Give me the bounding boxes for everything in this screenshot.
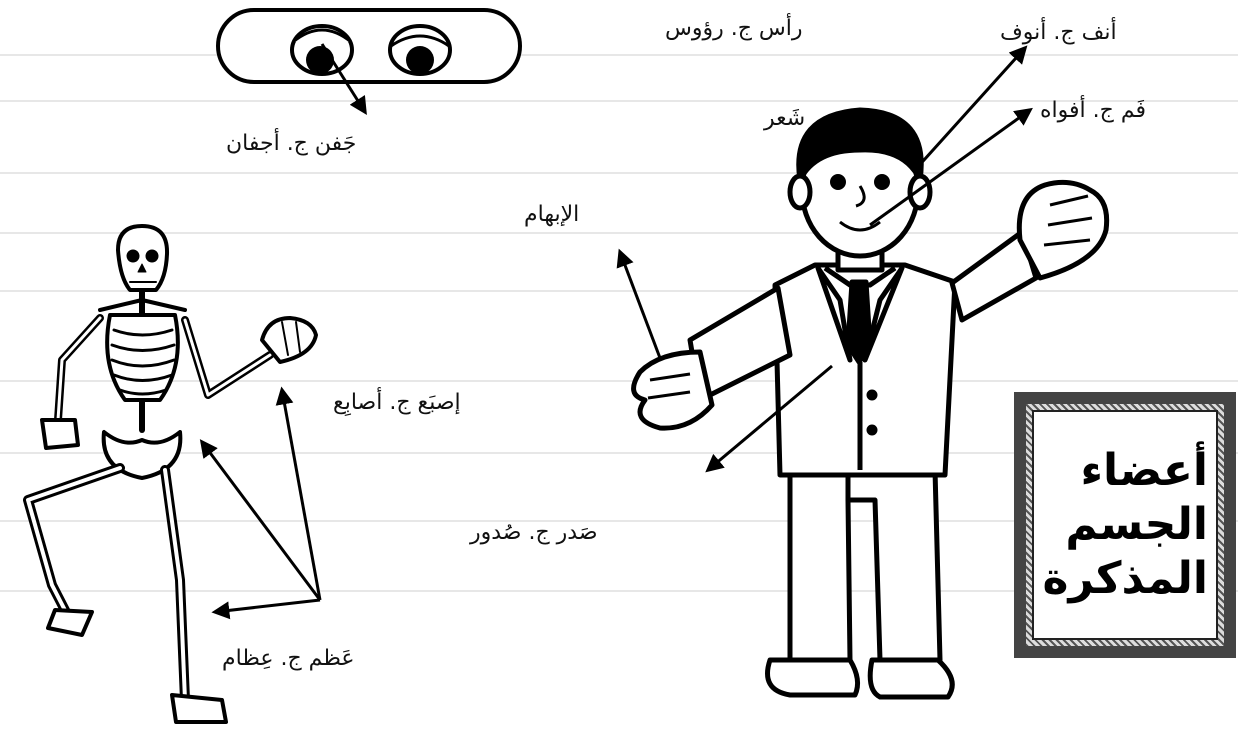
label-finger: إصبَع ج. أصابِع [333,392,461,414]
label-mouth: فَم ج. أفواه [1040,100,1146,122]
label-eyelid: جَفن ج. أجفان [226,133,356,155]
finger-arrow [282,390,320,600]
label-bone: عَظم ج. عِظام [222,648,355,670]
label-nose: أنف ج. أنوف [1000,22,1117,44]
label-thumb: الإبهام [524,204,579,226]
title-line-2: الجسم [1065,498,1208,552]
eye-left-icon [292,26,352,74]
eye-right-icon [390,26,450,74]
label-head: رأس ج. رؤوس [665,18,803,40]
title-inner: أعضاء الجسم المذكرة [1032,410,1218,640]
title-box: أعضاء الجسم المذكرة [1014,392,1236,658]
thumb-arrow [620,252,660,358]
title-line-1: أعضاء [1080,444,1208,498]
title-line-3: المذكرة [1043,552,1208,606]
label-chest: صَدر ج. صُدور [470,522,598,544]
bone-arrow-shin [215,600,320,612]
bone-arrow-knee [202,442,320,600]
eyes-panel [218,10,520,82]
label-hair: شَعر [764,108,805,130]
